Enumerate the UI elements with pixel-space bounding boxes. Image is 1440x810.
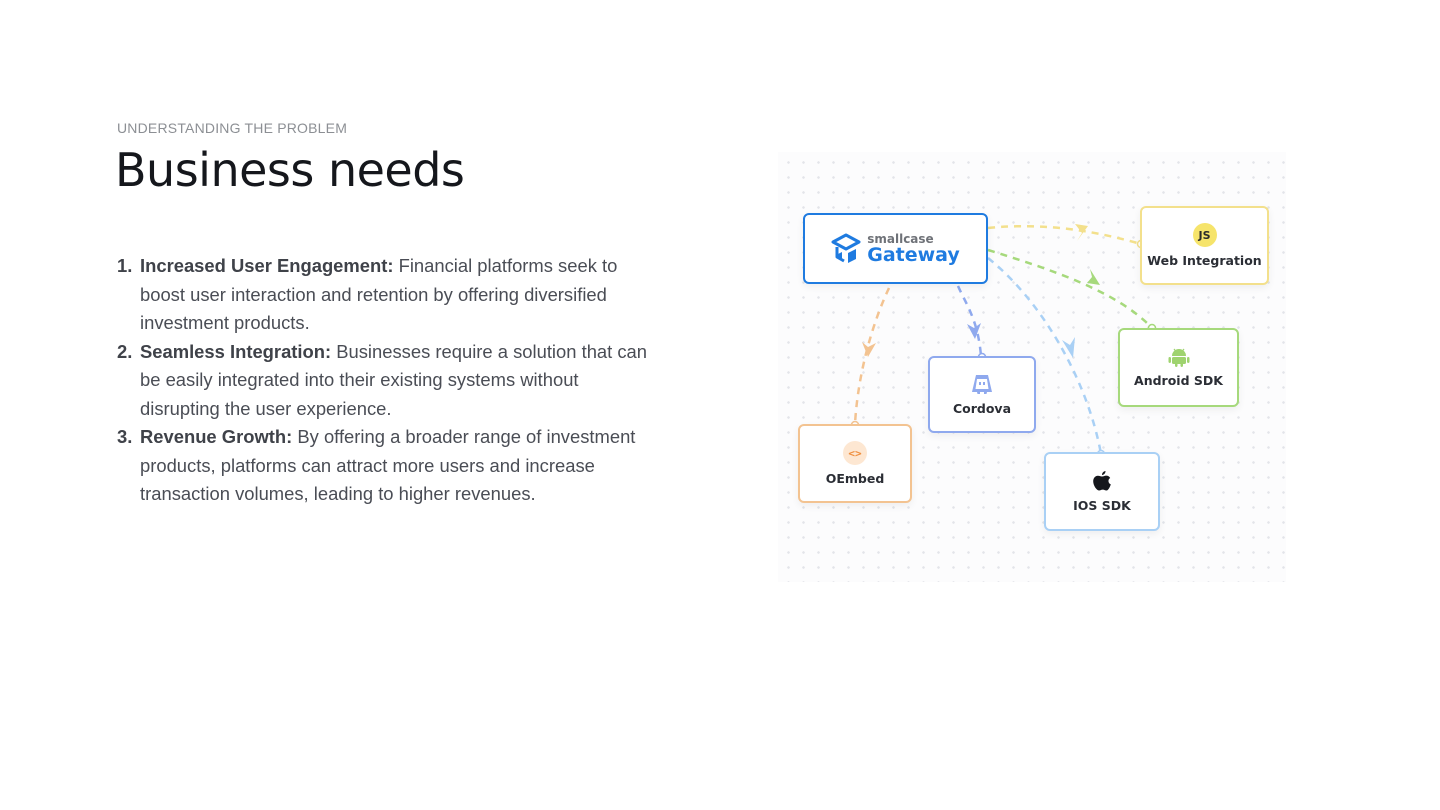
list-number: 2. [117, 340, 133, 362]
list-number: 1. [117, 255, 133, 276]
gateway-brand-small: smallcase [867, 231, 934, 246]
smallcase-logo-icon [831, 233, 861, 263]
arrow-cordova-icon [967, 323, 981, 339]
ios-sdk-node: IOS SDK [1044, 452, 1160, 531]
oembed-node: <> OEmbed [798, 424, 912, 503]
arrow-oembed-icon [862, 342, 876, 357]
list-item: 1. Increased User Engagement: Financial … [117, 252, 657, 338]
node-label: OEmbed [825, 471, 885, 486]
need-term: Seamless Integration: [140, 340, 332, 362]
business-needs-list: 1. Increased User Engagement: Financial … [117, 252, 657, 509]
android-icon [1168, 348, 1189, 367]
need-description: Financial platforms seek to boost user i… [140, 255, 618, 333]
connector-web [987, 224, 1142, 246]
gateway-brand-name: Gateway [867, 243, 960, 266]
gateway-node: smallcase Gateway [803, 213, 988, 284]
need-description: Businesses require a solution that can b… [140, 340, 648, 419]
list-item: 3. Revenue Growth: By offering a broader… [117, 423, 657, 509]
need-term: Revenue Growth: [140, 426, 293, 447]
node-label: Cordova [952, 401, 1012, 416]
javascript-icon: JS [1192, 223, 1217, 247]
connector-ios [987, 257, 1103, 455]
cordova-icon [972, 375, 992, 394]
arrow-ios-icon [1062, 337, 1075, 358]
node-label: Android SDK [1134, 373, 1223, 388]
connector-oembed [853, 287, 891, 425]
integration-diagram: smallcase Gateway JS Web Integration And… [778, 152, 1286, 582]
cordova-node: Cordova [928, 356, 1036, 433]
android-sdk-node: Android SDK [1118, 328, 1239, 407]
connector-cordova [956, 285, 983, 357]
arrow-android-icon [1087, 269, 1100, 285]
node-label: Web Integration [1147, 253, 1262, 268]
arrow-web-icon [1075, 224, 1088, 241]
section-eyebrow: UNDERSTANDING THE PROBLEM [117, 120, 348, 136]
list-number: 3. [117, 426, 133, 447]
connector-android [987, 248, 1153, 329]
need-description: By offering a broader range of investmen… [140, 426, 636, 504]
page-title: Business needs [115, 143, 465, 197]
apple-icon [1093, 471, 1111, 491]
node-label: IOS SDK [1073, 498, 1131, 513]
code-brackets-icon: <> [843, 441, 867, 465]
list-item: 2. Seamless Integration: Businesses requ… [117, 338, 657, 424]
web-integration-node: JS Web Integration [1140, 206, 1269, 285]
need-term: Increased User Engagement: [140, 255, 394, 276]
